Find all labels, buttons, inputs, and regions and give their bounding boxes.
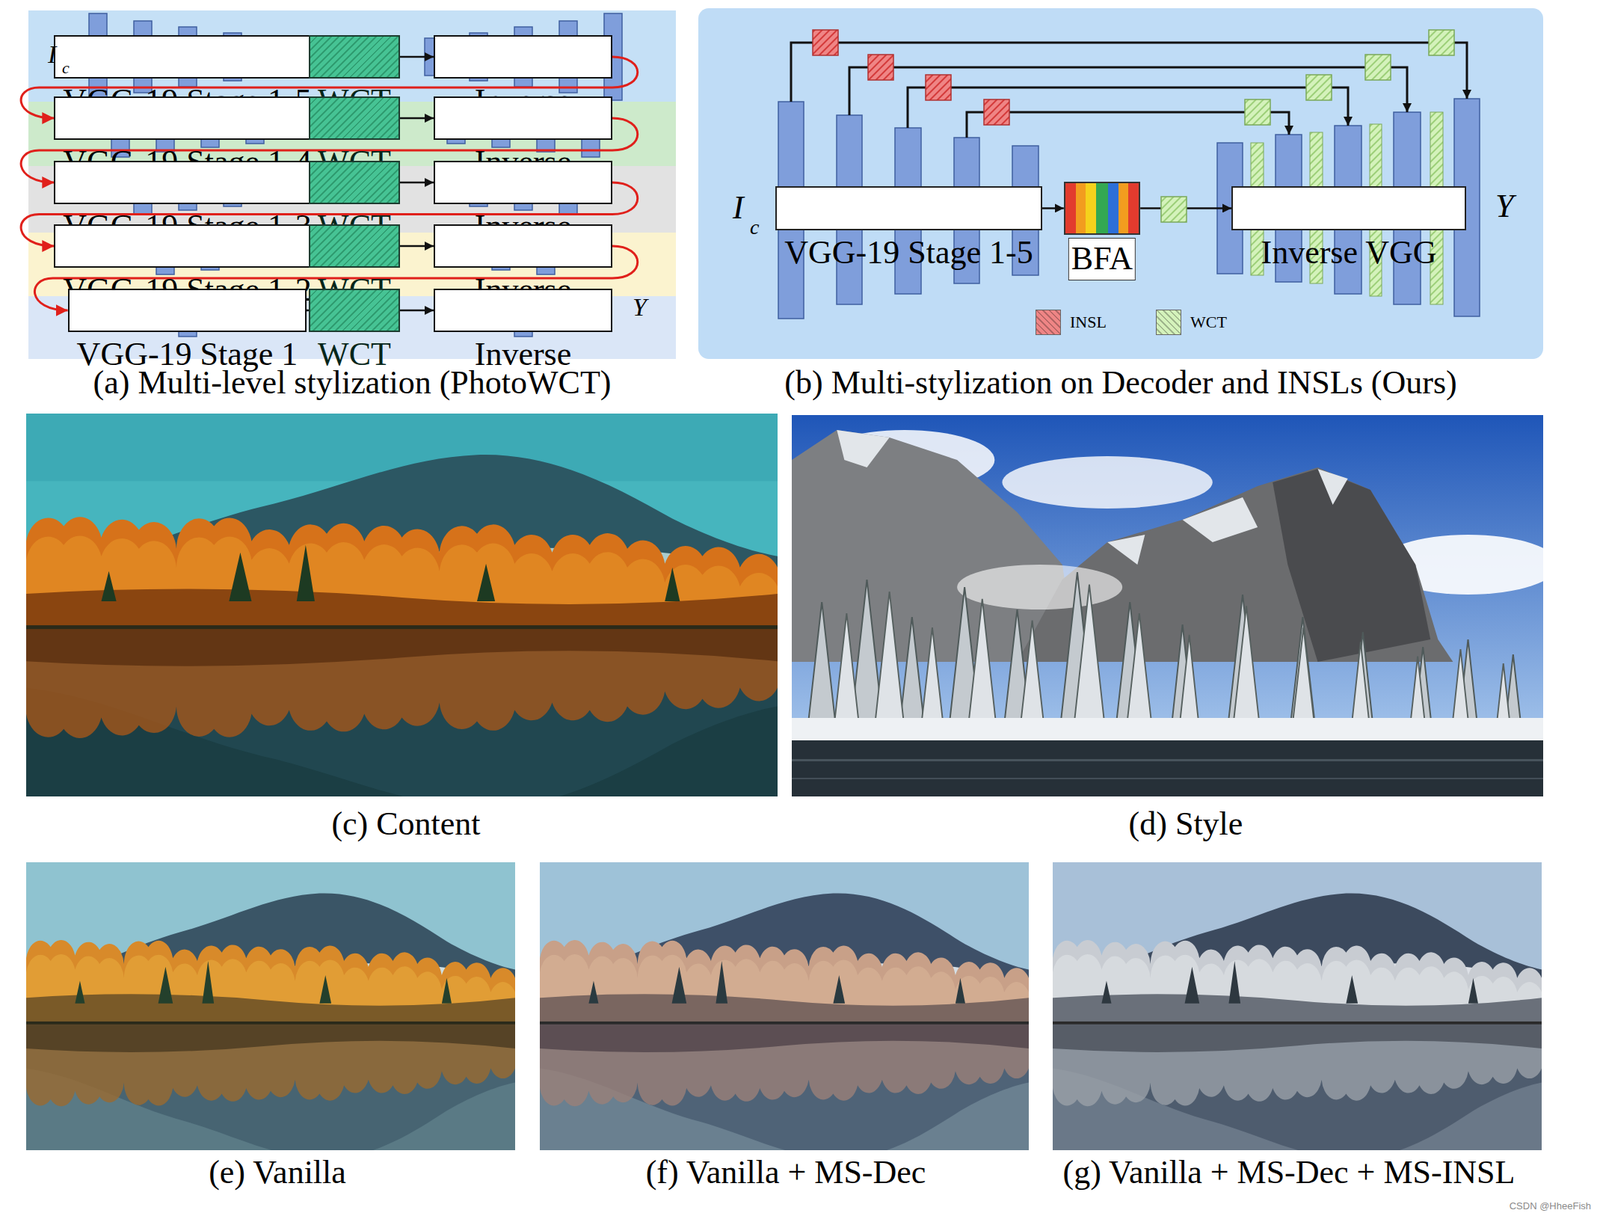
- network-box: VGG-19 Stage 1-5: [53, 35, 320, 80]
- result-photo: [1052, 862, 1542, 1150]
- math-symbol: I: [732, 191, 744, 225]
- style-photo: [791, 414, 1544, 797]
- wct-box: WCT: [308, 224, 400, 269]
- flow-arrow: [400, 245, 434, 248]
- panel-b-ground: [698, 8, 1544, 359]
- network-box: VGG-19 Stage 1-4: [53, 96, 320, 141]
- network-box: VGG-19 Stage 1-5: [775, 186, 1042, 231]
- box-label: Inverse VGG: [1260, 233, 1437, 273]
- flow-arrow: [400, 309, 434, 312]
- network-box: Inverse: [433, 288, 613, 333]
- math-symbol: Y: [1495, 189, 1514, 223]
- wct-box: WCT: [308, 160, 400, 205]
- figure-caption: (f) Vanilla + MS-Dec: [645, 1155, 927, 1189]
- flow-arrow: [400, 56, 434, 59]
- wct-box: WCT: [308, 35, 400, 80]
- panel-caption: (b) Multi-stylization on Decoder and INS…: [784, 363, 1457, 403]
- box-label: Inverse: [474, 334, 572, 375]
- legend-swatch: [1035, 309, 1061, 335]
- figure-caption: (d) Style: [1128, 807, 1244, 841]
- box-label: BFA: [1068, 237, 1136, 281]
- legend-label: INSL: [1069, 314, 1107, 331]
- flow-arrow: [1042, 207, 1064, 210]
- network-box: VGG-19 Stage 1-2: [53, 224, 320, 269]
- flow-arrow: [400, 117, 434, 120]
- math-subscript: c: [62, 59, 70, 77]
- content-photo: [26, 413, 778, 797]
- network-box: VGG-19 Stage 1: [68, 288, 308, 333]
- network-box: VGG-19 Stage 1-3: [53, 160, 320, 205]
- wct-box: WCT: [308, 96, 400, 141]
- flow-arrow: [400, 181, 434, 184]
- box-label: VGG-19 Stage 1: [77, 334, 299, 375]
- figure-panel: (b) Multi-stylization on Decoder and INS…: [698, 8, 1544, 359]
- figure-caption: (c) Content: [331, 807, 480, 841]
- math-subscript: c: [749, 216, 759, 238]
- insl-square: [812, 29, 1010, 125]
- box-label: WCT: [317, 334, 392, 375]
- math-symbol: Y: [632, 294, 647, 320]
- figure-caption: (g) Vanilla + MS-Dec + MS-INSL: [1063, 1155, 1516, 1189]
- bfa-block: BFA: [1063, 181, 1141, 235]
- figure-caption: (e) Vanilla: [208, 1155, 347, 1189]
- result-photo: [26, 862, 516, 1150]
- legend-swatch: [1155, 309, 1182, 335]
- math-symbol: I: [47, 41, 57, 68]
- network-box: Inverse: [433, 96, 613, 141]
- wct-box: WCT: [308, 288, 400, 333]
- result-photo: [539, 862, 1029, 1150]
- figure-panel: (a) Multi-level stylization (PhotoWCT)VG…: [28, 10, 676, 359]
- network-box: Inverse: [433, 35, 613, 80]
- box-label: VGG-19 Stage 1-5: [784, 233, 1033, 273]
- legend-label: WCT: [1190, 314, 1227, 331]
- network-box: Inverse: [433, 224, 613, 269]
- watermark: CSDN @HheeFish: [1509, 1200, 1592, 1211]
- panel-a-bands: [28, 10, 676, 359]
- skip-connections: [791, 42, 1467, 138]
- network-box: Inverse: [433, 160, 613, 205]
- network-box: Inverse VGG: [1231, 186, 1467, 231]
